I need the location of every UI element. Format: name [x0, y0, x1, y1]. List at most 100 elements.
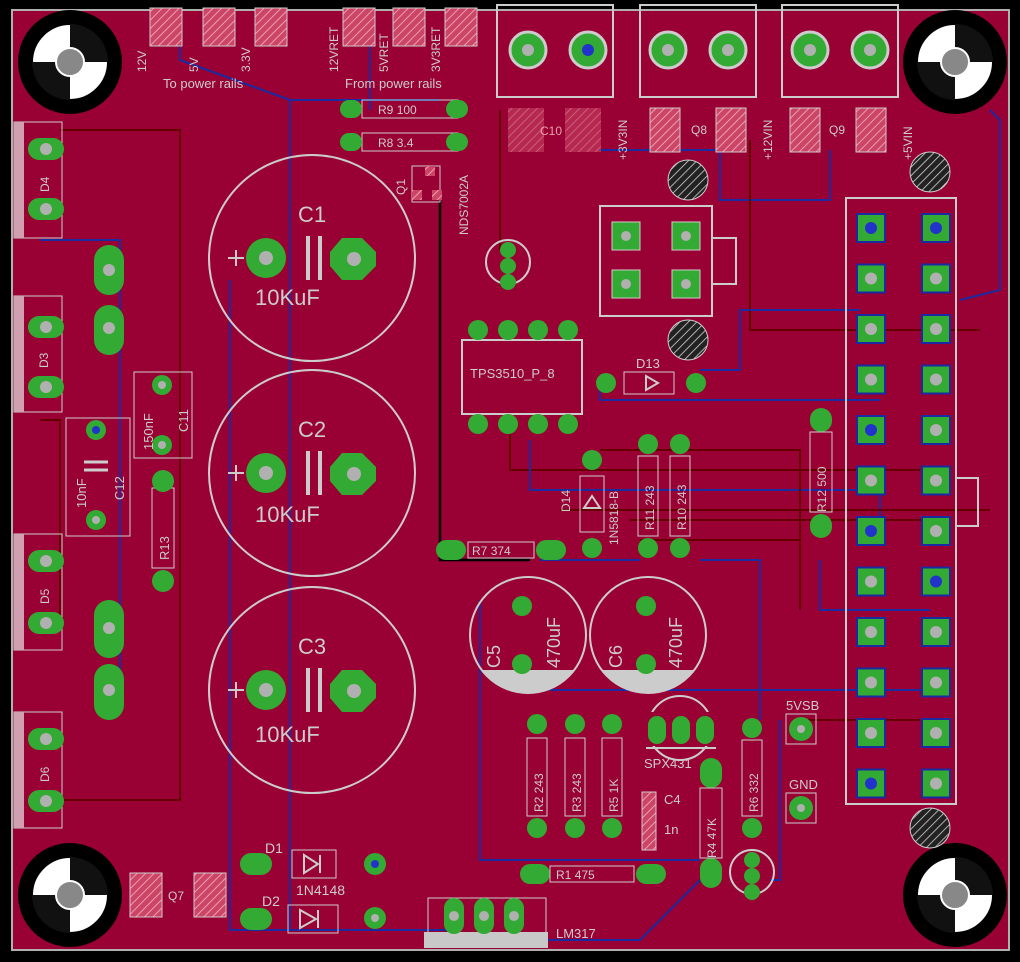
d3-label: D3 [37, 352, 51, 368]
diode-d3 [13, 295, 64, 413]
in-12v-label: +12VIN [761, 120, 775, 160]
resistor-r3 [564, 714, 586, 838]
power-connector-4pin [599, 159, 737, 361]
atx-pin-drill [865, 424, 877, 436]
r12-label: R12 500 [815, 466, 829, 512]
r8-label: R8 3.4 [378, 136, 414, 150]
ret-label-5v: 5VRET [377, 33, 391, 72]
atx-mount-hole-top [909, 151, 951, 193]
atx-pin-drill [865, 474, 877, 487]
diode-d13 [596, 371, 706, 395]
capacitor-c6 [589, 576, 707, 694]
atx-pin-drill [930, 323, 942, 335]
atx-pin-drill [930, 272, 942, 285]
atx-connector-20pin [845, 197, 979, 805]
atx-pin [921, 718, 951, 748]
lm317-label: LM317 [556, 926, 596, 941]
c5-label: C5 [484, 645, 504, 668]
tps3510-label: TPS3510_P_8 [470, 366, 555, 381]
q1-part-label: NDS7002A [457, 175, 471, 235]
atx-pin-drill [865, 575, 877, 588]
rail-label-5v: 5V [187, 57, 201, 72]
resistor-r13 [151, 470, 175, 592]
mounting-hole-bottom-left [18, 843, 122, 947]
ret-label-12v: 12VRET [327, 26, 341, 72]
resistor-r5 [601, 714, 623, 838]
atx-pin-drill [865, 626, 877, 638]
c6-label: C6 [606, 645, 626, 668]
reference-spx431 [644, 695, 722, 761]
capacitor-c1 [208, 154, 416, 362]
d14-part: 1N5818-B [607, 491, 621, 545]
regulator-lm317 [424, 897, 548, 948]
c1-label: C1 [298, 202, 326, 227]
c3-value: 10KuF [255, 722, 320, 747]
atx-pin-drill [930, 222, 942, 234]
to-power-rails-label: To power rails [163, 76, 244, 91]
mosfet-q9 [789, 107, 887, 153]
atx-pin-drill [930, 727, 942, 739]
q9-label: Q9 [829, 123, 845, 137]
d1-part: 1N4148 [296, 882, 345, 898]
resistor-r9 [340, 99, 468, 119]
jumper-pads-upper [94, 245, 124, 355]
c2-label: C2 [298, 417, 326, 442]
atx-pin-drill [930, 575, 942, 588]
resistor-r10 [669, 434, 691, 558]
r1-label: R1 475 [556, 868, 595, 882]
d2-label: D2 [262, 893, 280, 909]
r9-label: R9 100 [378, 103, 417, 117]
jumper-pads-lower [94, 600, 124, 720]
capacitor-c4 [641, 791, 657, 851]
r2-label: R2 243 [532, 773, 546, 812]
input-terminal-3v3 [496, 4, 614, 98]
c2-value: 10KuF [255, 502, 320, 527]
atx-pin-drill [865, 525, 877, 537]
d14-label: D14 [559, 490, 573, 512]
rail-label-3v3: 3.3V [239, 47, 253, 72]
c5-value: 470uF [544, 617, 564, 668]
atx-pin-drill [930, 474, 942, 487]
in-3v3-label: +3V3IN [616, 120, 630, 160]
mosfet-c10-footprint [508, 108, 601, 152]
atx-mount-hole-bottom [909, 807, 951, 849]
capacitor-c11 [133, 371, 193, 459]
c11-label: C11 [176, 409, 191, 432]
input-terminal-5v [781, 4, 899, 98]
in-5v-label: +5VIN [901, 126, 915, 160]
d5-label: D5 [38, 588, 52, 604]
atx-pin-drill [865, 676, 877, 689]
capacitor-c3 [208, 586, 416, 794]
atx-pin [921, 415, 951, 445]
transistor-small [485, 239, 531, 290]
r6-label: R6 332 [747, 773, 761, 812]
atx-pin-drill [930, 626, 942, 638]
c4-value: 1n [664, 822, 678, 837]
c1-value: 10KuF [255, 285, 320, 310]
atx-pin [856, 364, 886, 395]
d13-label: D13 [636, 356, 660, 371]
d1-label: D1 [265, 840, 283, 856]
rail-label-12v: 12V [135, 51, 149, 72]
mosfet-q8 [649, 107, 747, 153]
testpoint-5vsb [785, 713, 817, 745]
capacitor-c5 [469, 576, 587, 694]
atx-pin-drill [930, 676, 942, 689]
board-outline [11, 9, 1010, 951]
atx-pin-drill [865, 373, 877, 386]
c12-label: C12 [112, 476, 127, 500]
c3-label: C3 [298, 634, 326, 659]
r11-label: R11 243 [643, 485, 657, 530]
diode-d5 [13, 533, 64, 651]
c6-value: 470uF [666, 617, 686, 668]
capacitor-c12 [65, 417, 131, 537]
r7-label: R7 374 [472, 544, 511, 558]
mounting-hole-bottom-right [903, 843, 1007, 947]
r10-label: R10 243 [675, 484, 689, 530]
mosfet-q7 [129, 872, 227, 918]
mounting-hole-top-right [903, 10, 1007, 114]
testpoint-gnd [785, 792, 817, 824]
resistor-r2 [526, 714, 548, 838]
atx-pin-drill [865, 323, 877, 335]
atx-pin-drill [865, 272, 877, 285]
